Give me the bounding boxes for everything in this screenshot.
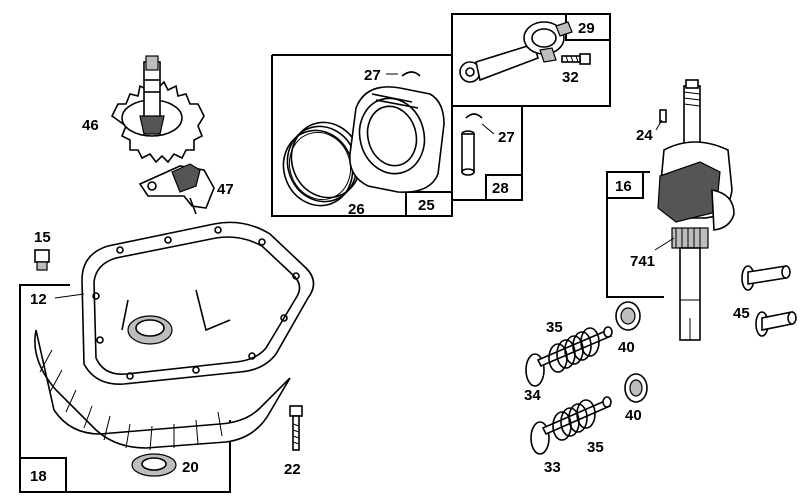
oil-plug-drawing — [34, 249, 50, 271]
label-part-27-lower: 27 — [498, 129, 515, 146]
sump-frame — [19, 284, 231, 493]
valve-upper-drawing — [525, 326, 613, 387]
piston-drawing — [349, 86, 445, 193]
label-part-25: 25 — [418, 197, 435, 214]
governor-crank-drawing — [138, 163, 215, 215]
circlip-top-drawing — [401, 71, 421, 77]
label-part-45: 45 — [733, 305, 750, 322]
circlip-lower-drawing — [465, 113, 483, 119]
label-part-20: 20 — [182, 459, 199, 476]
label-part-34: 34 — [524, 387, 541, 404]
label-part-15: 15 — [34, 229, 51, 246]
label-part-28: 28 — [492, 180, 509, 197]
label-part-35-upper: 35 — [546, 319, 563, 336]
label-part-12: 12 — [30, 291, 47, 308]
tappet-lower-drawing — [755, 311, 797, 337]
governor-gear-drawing — [110, 55, 205, 164]
valve-retainer-lower-drawing — [624, 373, 648, 403]
label-part-27-top: 27 — [364, 67, 381, 84]
label-part-32: 32 — [562, 69, 579, 86]
part-number-labels: 46 47 15 12 18 20 22 27 26 25 29 32 27 2… — [30, 20, 750, 485]
label-part-26: 26 — [348, 201, 365, 218]
label-part-29: 29 — [578, 20, 595, 37]
label-part-16: 16 — [615, 178, 632, 195]
sump-drawing — [34, 221, 315, 451]
tappet-upper-drawing — [741, 265, 791, 291]
leader-lines — [54, 73, 675, 299]
label-part-47: 47 — [217, 181, 234, 198]
label-part-35-lower: 35 — [587, 439, 604, 456]
valve-spring-upper-drawing — [548, 327, 600, 373]
label-part-741: 741 — [630, 253, 655, 270]
valve-retainer-upper-drawing — [615, 301, 641, 331]
wrist-pin-drawing — [461, 130, 475, 176]
crank-key-drawing — [659, 109, 667, 123]
label-part-40-lower: 40 — [625, 407, 642, 424]
rod-bolt-drawing — [561, 53, 591, 65]
connecting-rod-drawing — [459, 21, 573, 83]
label-part-40-upper: 40 — [618, 339, 635, 356]
wrist-pin-frame — [451, 105, 523, 201]
label-part-33: 33 — [544, 459, 561, 476]
crankshaft-frame — [606, 171, 664, 298]
valve-spring-lower-drawing — [552, 399, 596, 441]
label-part-24: 24 — [636, 127, 653, 144]
crankshaft-drawing — [657, 79, 735, 341]
oil-seal-drawing — [131, 453, 177, 477]
label-part-18: 18 — [30, 468, 47, 485]
label-part-22: 22 — [284, 461, 301, 478]
piston-assembly-frame — [271, 54, 453, 217]
sump-bolt-drawing — [289, 405, 303, 451]
label-part-46: 46 — [82, 117, 99, 134]
